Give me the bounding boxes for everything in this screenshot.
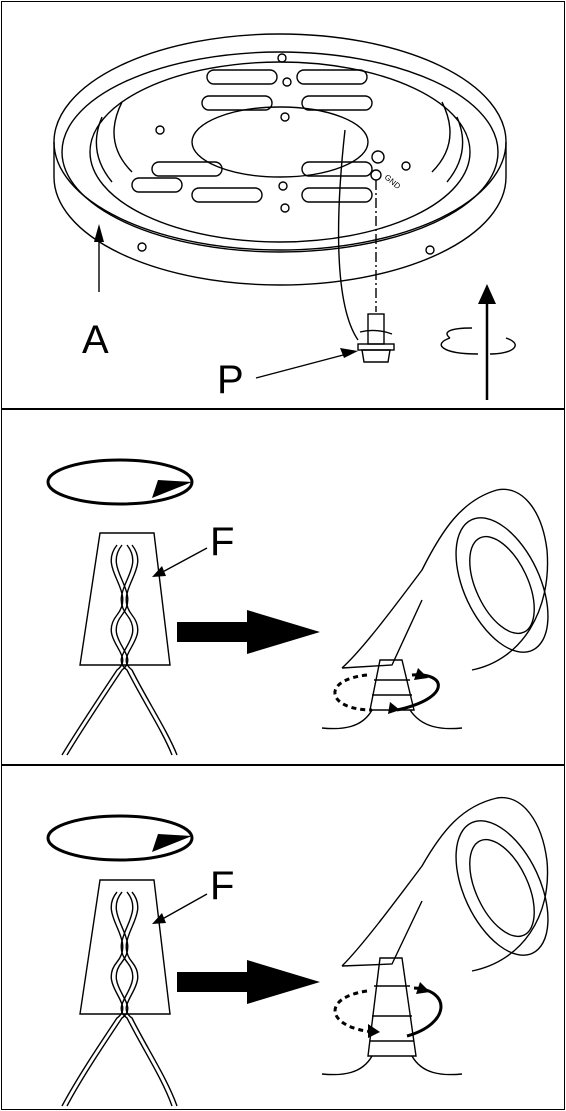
- connector-drawing-1: [46, 458, 549, 756]
- wire-out-1: [321, 1055, 373, 1076]
- wire-out-2: [409, 709, 463, 730]
- ground-screw-hole: [370, 169, 382, 181]
- center-hole: [191, 106, 369, 178]
- wire-1: [66, 544, 129, 756]
- wire-2: [120, 544, 173, 756]
- leader-arrow-a: [94, 224, 104, 242]
- wire-out-2: [411, 1055, 463, 1076]
- direction-arrow-icon: [177, 622, 249, 642]
- label-p: P: [217, 358, 244, 402]
- label-f-1: F: [210, 520, 235, 564]
- wire-nut: [79, 532, 171, 666]
- direction-arrow-icon: [177, 972, 249, 992]
- tape-roll: [341, 488, 549, 671]
- wire-1: [66, 891, 129, 1107]
- gnd-label: GND: [383, 173, 403, 191]
- panel-connector-taping-2: F: [1, 765, 565, 1110]
- leader-arrow-p: [340, 348, 358, 358]
- label-a: A: [82, 318, 109, 362]
- panel-connector-taping-1: F: [1, 409, 565, 765]
- ground-wire: [337, 129, 359, 341]
- label-f-2: F: [210, 864, 235, 908]
- twist-arrow-icon: [46, 814, 194, 862]
- tape-roll: [341, 797, 549, 972]
- connector-drawing-2: [46, 797, 549, 1107]
- ground-screw: [367, 313, 385, 345]
- wire-2: [120, 891, 173, 1107]
- wire-out-1: [321, 709, 373, 730]
- canopy-rim-side: [53, 142, 507, 286]
- taped-nut: [369, 659, 415, 711]
- taped-nut: [367, 957, 417, 1057]
- mounting-plate: [89, 61, 471, 243]
- bracket-drawing: GND: [53, 33, 516, 400]
- panel-mounting-bracket: GND A P: [1, 1, 565, 409]
- wire-nut: [79, 879, 171, 1015]
- canopy-rim-top: [53, 33, 507, 251]
- rotate-arrow-icon: [440, 337, 516, 355]
